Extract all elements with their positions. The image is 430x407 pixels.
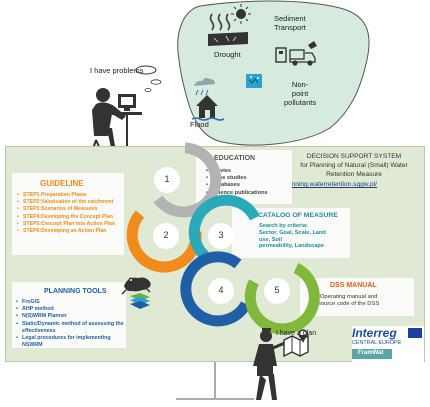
guideline-item[interactable]: STEP5:Concept Plan into Action Plan bbox=[17, 221, 127, 228]
education-item[interactable]: Databases bbox=[206, 182, 292, 189]
interreg-brand-text: Interreg bbox=[352, 326, 397, 340]
ring-5-arc bbox=[244, 263, 320, 335]
ring-4-center bbox=[208, 278, 234, 304]
framwat-badge: FramWat bbox=[352, 349, 392, 359]
interreg-sub-text: CENTRAL EUROPE bbox=[352, 340, 402, 346]
framwat-text: FramWat bbox=[358, 350, 384, 356]
planning-tools-item[interactable]: Legal procedures for implementing NSWRM bbox=[16, 335, 126, 349]
guideline-item[interactable]: STEP6:Developing an Action Plan bbox=[17, 228, 127, 235]
dss-manual-title: DSS MANUAL bbox=[330, 282, 377, 289]
dss-title-line1: DECISION SUPPORT SYSTEM bbox=[306, 153, 402, 160]
sediment-transport-icon bbox=[275, 41, 317, 66]
planning-tools-item[interactable]: FroGIS bbox=[16, 299, 126, 306]
ring-5-center bbox=[264, 278, 290, 304]
sediment-label: Sediment Transport bbox=[274, 14, 306, 32]
drought-label: Drought bbox=[214, 50, 241, 59]
ring-3-arc bbox=[188, 194, 260, 261]
flood-label: Flood bbox=[190, 120, 209, 129]
planning-tools-item[interactable]: N(S)WRM Planner bbox=[16, 313, 126, 320]
guideline-item[interactable]: STEP3:Scenarios of Measures bbox=[17, 206, 127, 213]
ring-2-center bbox=[153, 223, 179, 249]
problem-speech-text: I have problems bbox=[90, 66, 144, 75]
ring-2-arc bbox=[126, 210, 202, 273]
step-number-3[interactable]: 3 bbox=[218, 230, 224, 240]
ring-4-arc bbox=[180, 251, 251, 327]
non-point-label: Non- point pollutants bbox=[284, 80, 317, 107]
presenter-with-map-illustration bbox=[253, 328, 309, 400]
guideline-item[interactable]: STEP1:Preparation Phase bbox=[17, 192, 127, 199]
flood-icon bbox=[191, 77, 225, 121]
monitor-stand-neck bbox=[214, 362, 216, 398]
catalog-title: CATALOG OF MEASURE bbox=[258, 212, 338, 219]
education-title: EDUCATION bbox=[214, 155, 256, 162]
ring-1-arc bbox=[153, 142, 222, 218]
plan-speech-text: I have a plan bbox=[276, 330, 317, 337]
person-at-computer-illustration bbox=[89, 65, 162, 159]
dss-url-link[interactable]: https://planning.waterretention.sggw.pl/ bbox=[263, 181, 377, 188]
education-item[interactable]: Movies bbox=[206, 168, 292, 175]
step-number-5[interactable]: 5 bbox=[274, 285, 280, 295]
pollutant-icon bbox=[246, 74, 262, 88]
catchment-illustration bbox=[177, 0, 370, 146]
eu-flag-icon bbox=[408, 328, 422, 338]
education-item[interactable]: Case studies bbox=[206, 175, 292, 182]
monitor-stand-base bbox=[176, 398, 254, 400]
step-number-2[interactable]: 2 bbox=[163, 230, 169, 240]
dss-title-line2: for Planning of Natural (Small) Water bbox=[300, 162, 408, 169]
planning-tools-item[interactable]: AHP method bbox=[16, 306, 126, 313]
ring-1-center bbox=[154, 167, 180, 193]
catalog-text: Search by criteria: Sector, Goal, Scale,… bbox=[259, 223, 326, 250]
frog-gis-icon bbox=[121, 277, 151, 309]
dss-title-line3: Retention Measure bbox=[326, 171, 382, 178]
drought-icon bbox=[208, 4, 251, 46]
guideline-item[interactable]: STEP4:Developing the Concept Plan bbox=[17, 214, 127, 221]
step-number-1[interactable]: 1 bbox=[164, 174, 170, 184]
interreg-logo: Interreg CENTRAL EUROPE FramWat bbox=[352, 326, 424, 362]
planning-tools-list: FroGIS AHP method N(S)WRM Planner Static… bbox=[16, 299, 126, 349]
guideline-title: GUIDELINE bbox=[40, 179, 84, 188]
step-number-4[interactable]: 4 bbox=[218, 285, 224, 295]
ring-3-center bbox=[208, 223, 234, 249]
dss-manual-text: Operating manual and source code of the … bbox=[318, 294, 380, 307]
planning-tools-title: PLANNING TOOLS bbox=[44, 288, 107, 295]
planning-tools-item[interactable]: Static/Dynamic method of assessing the e… bbox=[16, 321, 126, 335]
guideline-item[interactable]: STEP2:Valorisation of the catchment bbox=[17, 199, 127, 206]
guideline-list: STEP1:Preparation Phase STEP2:Valorisati… bbox=[17, 192, 127, 235]
